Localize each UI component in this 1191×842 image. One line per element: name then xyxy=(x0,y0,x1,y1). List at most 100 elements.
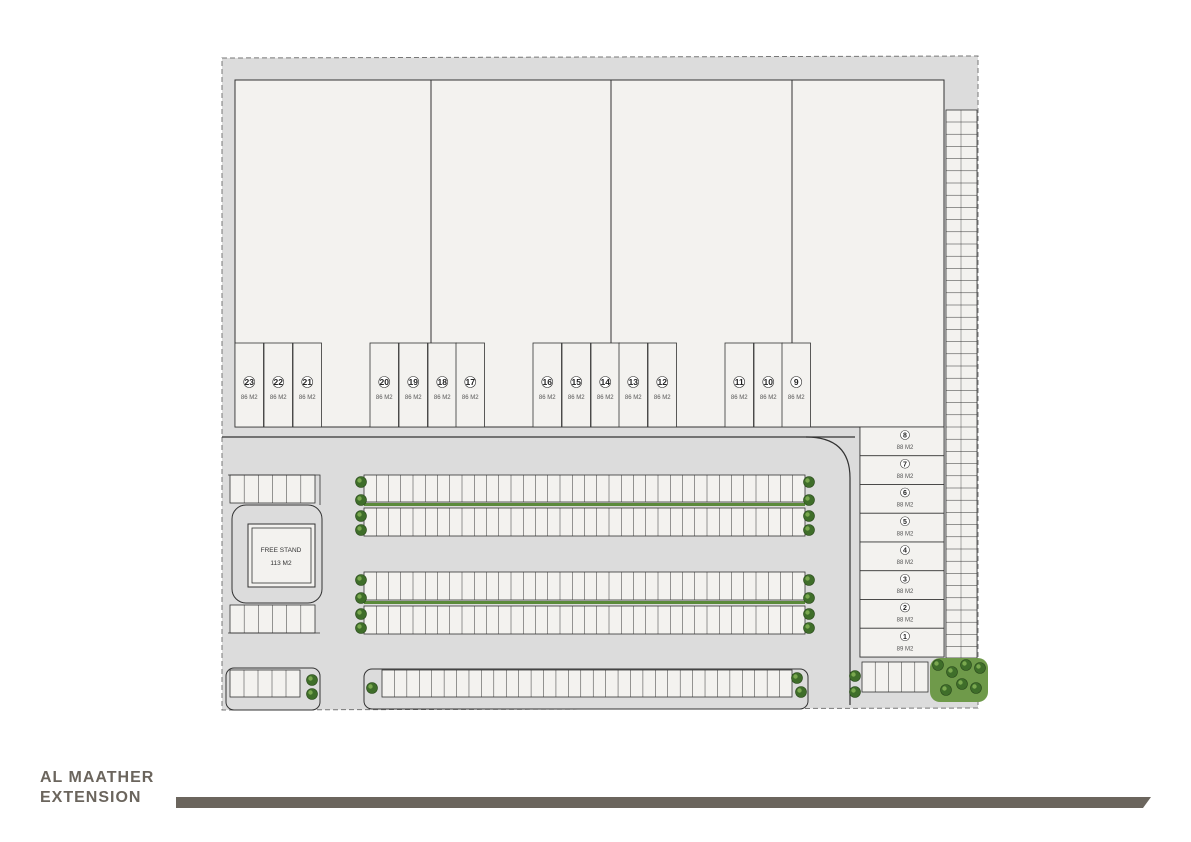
unit-number: 5 xyxy=(903,519,907,526)
unit-number: 23 xyxy=(245,377,255,387)
hedge-strip xyxy=(364,601,805,604)
tree-highlight xyxy=(851,672,856,677)
unit-number: 3 xyxy=(903,576,907,583)
unit-number-badge xyxy=(301,376,314,388)
unit-number: 13 xyxy=(629,377,639,387)
tree-highlight xyxy=(805,594,810,599)
parking-row xyxy=(363,571,806,601)
unit-number-badge xyxy=(900,458,910,469)
unit-number: 20 xyxy=(380,377,390,387)
unit-number-badge xyxy=(656,376,669,388)
tree-highlight xyxy=(972,684,977,689)
unit-area: 88 M2 xyxy=(897,589,914,595)
unit-7: 788 M2 xyxy=(859,455,945,485)
unit-area: 86 M2 xyxy=(539,395,556,401)
unit-20: 20 86 M2 xyxy=(369,342,399,428)
unit-area: 88 M2 xyxy=(897,445,914,451)
tree-highlight xyxy=(793,674,798,679)
unit-number-badge xyxy=(407,376,420,388)
unit-number: 19 xyxy=(409,377,419,387)
unit-number-badge xyxy=(790,376,803,388)
unit-number-badge xyxy=(464,376,477,388)
unit-1: 189 M2 xyxy=(859,627,945,658)
tree-highlight xyxy=(357,594,362,599)
tree-highlight xyxy=(805,526,810,531)
tree-highlight xyxy=(357,576,362,581)
tree-highlight xyxy=(368,684,373,689)
tree-highlight xyxy=(851,688,856,693)
tree-highlight xyxy=(805,576,810,581)
unit-area: 86 M2 xyxy=(788,395,805,401)
unit-16: 16 86 M2 xyxy=(532,342,562,428)
parking-row-outline xyxy=(381,669,793,698)
parking-row-outline xyxy=(229,669,301,698)
unit-number: 11 xyxy=(735,377,744,387)
unit-3: 3 88 M2 xyxy=(859,570,945,600)
tree-highlight xyxy=(962,661,967,666)
island-edge xyxy=(228,474,321,634)
unit-area: 86 M2 xyxy=(434,395,451,401)
unit-area: 86 M2 xyxy=(625,395,642,401)
unit-area: 86 M2 xyxy=(462,395,479,401)
project-title: AL MAATHER EXTENSION xyxy=(40,768,154,808)
tree-highlight xyxy=(357,512,362,517)
unit-23: 23 86 M2 xyxy=(234,342,264,428)
unit-area: 88 M2 xyxy=(897,560,914,566)
tree-highlight xyxy=(805,512,810,517)
unit-number-badge xyxy=(272,376,285,388)
unit-number-badge xyxy=(762,376,775,388)
perimeter-parking-strip xyxy=(945,109,978,659)
unit-number: 14 xyxy=(601,377,611,387)
unit-18: 18 86 M2 xyxy=(427,342,457,428)
unit-area: 88 M2 xyxy=(897,503,914,509)
unit-area: 86 M2 xyxy=(376,395,393,401)
tree-highlight xyxy=(948,668,953,673)
perimeter-strip-outline xyxy=(945,109,978,659)
tree-highlight xyxy=(805,496,810,501)
tree-highlight xyxy=(357,610,362,615)
unit-number-badge xyxy=(378,376,391,388)
unit-area: 88 M2 xyxy=(897,531,914,537)
unit-number-badge xyxy=(599,376,612,388)
unit-number: 18 xyxy=(438,377,448,387)
unit-number-badge xyxy=(900,573,910,584)
road-edge xyxy=(805,436,851,705)
tree-group xyxy=(306,476,986,700)
unit-2: 288 M2 xyxy=(859,599,945,629)
unit-number: 2 xyxy=(903,605,907,612)
parking-row xyxy=(861,661,929,693)
unit-number-badge xyxy=(570,376,583,388)
tree-highlight xyxy=(308,676,313,681)
tree-highlight xyxy=(976,664,981,669)
unit-number: 6 xyxy=(903,490,907,497)
unit-number: 8 xyxy=(903,433,907,440)
tree-highlight xyxy=(805,610,810,615)
unit-area: 86 M2 xyxy=(241,395,258,401)
unit-number-badge xyxy=(900,631,910,642)
unit-number: 16 xyxy=(543,377,553,387)
hedge-strip xyxy=(364,503,805,506)
unit-area: 86 M2 xyxy=(270,395,287,401)
free-stand-unit xyxy=(251,527,312,584)
parking-row xyxy=(229,474,316,504)
parking-row xyxy=(229,669,301,698)
unit-number-badge xyxy=(436,376,449,388)
tree-highlight xyxy=(797,688,802,693)
unit-number-badge xyxy=(733,376,746,388)
tree-highlight xyxy=(934,661,939,666)
unit-5: 5 88 M2 xyxy=(859,512,945,543)
title-underline-bar xyxy=(176,797,1151,808)
free-stand-label: FREE STAND xyxy=(261,547,302,554)
unit-area: 86 M2 xyxy=(760,395,777,401)
unit-13: 13 86 M2 xyxy=(618,342,648,428)
tree-highlight xyxy=(357,526,362,531)
